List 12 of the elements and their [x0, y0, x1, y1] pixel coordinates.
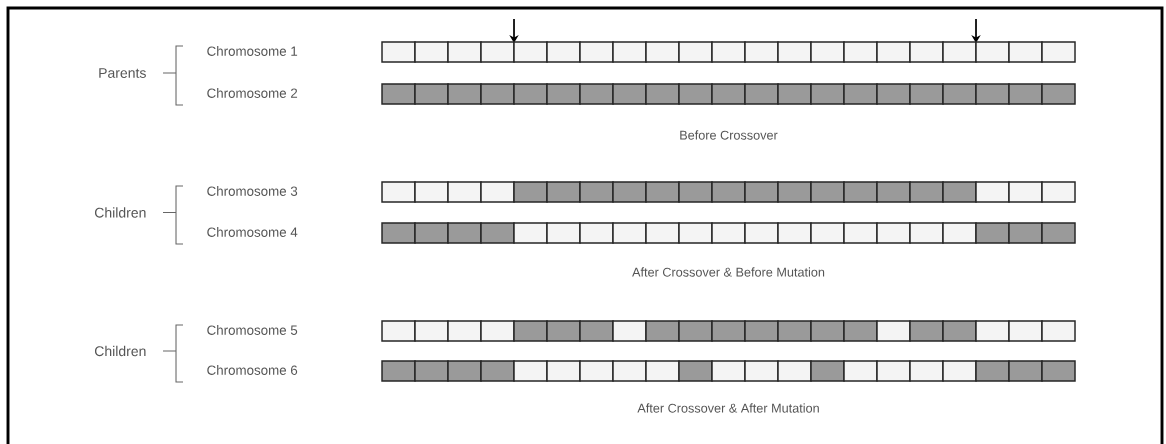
group-label: Parents	[99, 68, 146, 78]
group-label: Children	[95, 207, 146, 218]
stage-caption: After Crossover & After Mutation	[637, 403, 819, 413]
chromosome-label: Chromosome 6	[207, 365, 298, 375]
chromosome-label: Chromosome 5	[207, 325, 298, 335]
chromosome-label: Chromosome 1	[207, 46, 298, 56]
stage-caption: Before Crossover	[680, 130, 778, 140]
stage-caption: After Crossover & Before Mutation	[632, 267, 825, 277]
chromosome-label: Chromosome 3	[207, 186, 298, 196]
chromosome-label: Chromosome 4	[207, 227, 298, 237]
group-label: Children	[95, 345, 146, 357]
chromosome-label: Chromosome 2	[207, 88, 298, 98]
